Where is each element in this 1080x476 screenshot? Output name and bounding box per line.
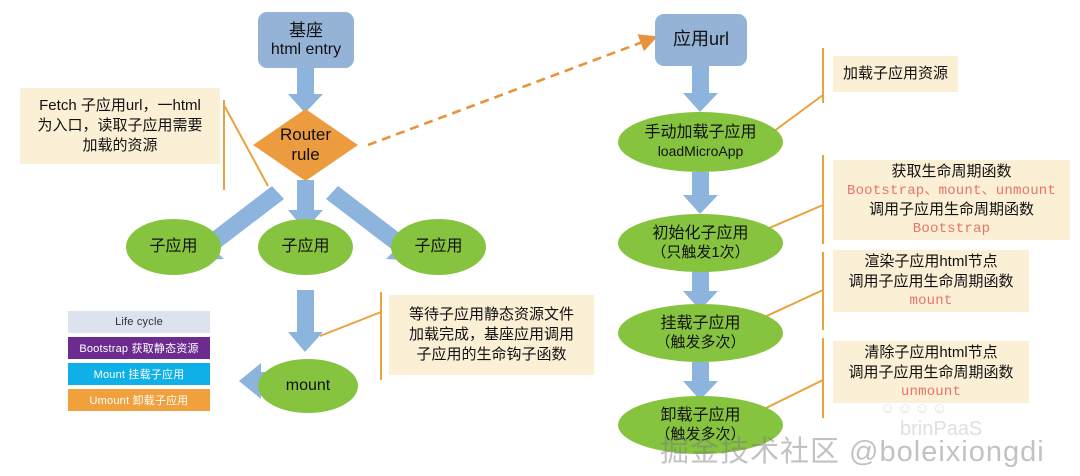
note-4-code1: unmount [900,383,962,400]
mount-child-app-line2: （触发多次） [655,333,746,351]
mount-note-line2: 加载完成，基座应用调用 [408,326,574,344]
node-child-app-2[interactable]: 子应用 [258,219,353,275]
note-1-line1: 加载子应用资源 [842,65,948,83]
arrow-child-to-mount [288,290,323,352]
load-micro-app-line2: loadMicroApp [657,143,744,160]
mount-note-line1: 等待子应用静态资源文件 [408,306,574,324]
node-router-rule[interactable]: Router rule [253,109,358,181]
watermark-logo: brinPaaS [900,418,983,440]
app-url-label: 应用url [672,29,729,50]
note-2-code2: Bootstrap [912,220,991,237]
node-child-app-3[interactable]: 子应用 [391,219,486,275]
arrow-appurl-to-load [683,66,718,112]
node-mount[interactable]: mount [258,359,358,413]
watermark-text: 掘金技术社区 @boleixiongdi [660,436,1045,468]
legend-item-mount: Mount 挂载子应用 [68,363,210,385]
watermark-faces: ☺☺☺☺ [880,400,950,417]
fetch-note-line2: 为入口，读取子应用需要 [37,117,203,135]
legend: Life cycle Bootstrap 获取静态资源 Mount 挂载子应用 … [68,311,210,415]
note-4-line1: 清除子应用html节点 [864,343,998,361]
legend-label-mount: Mount 挂载子应用 [93,369,185,381]
base-entry-line2: html entry [270,40,342,58]
unmount-child-app-line1: 卸载子应用 [660,406,741,424]
mount-child-app-line1: 挂载子应用 [660,314,741,332]
legend-item-umount: Umount 卸载子应用 [68,389,210,411]
legend-item-life-cycle: Life cycle [68,311,210,333]
node-child-app-1[interactable]: 子应用 [126,219,221,275]
note-mount-wait-resources: 等待子应用静态资源文件 加载完成，基座应用调用 子应用的生命钩子函数 [389,295,594,375]
arrow-load-to-init [683,172,718,214]
note-clear-child-html: 清除子应用html节点 调用子应用生命周期函数 unmount [833,341,1029,403]
router-rule-label: Router rule [253,109,358,181]
note-2-line2: 调用子应用生命周期函数 [868,201,1034,218]
node-app-url[interactable]: 应用url [655,14,747,66]
node-base-html-entry[interactable]: 基座 html entry [258,12,354,68]
router-line1: Router [279,125,332,145]
legend-label-umount: Umount 卸载子应用 [89,395,189,407]
fetch-note-line3: 加载的资源 [82,136,158,154]
init-child-app-line1: 初始化子应用 [652,224,749,242]
load-micro-app-line1: 手动加载子应用 [644,124,757,142]
node-load-micro-app[interactable]: 手动加载子应用 loadMicroApp [618,112,783,172]
legend-label-bootstrap: Bootstrap 获取静态资源 [79,343,199,355]
dashed-arrow-router-to-appurl [367,34,658,147]
legend-label-life-cycle: Life cycle [115,316,163,328]
child-app-3-label: 子应用 [414,237,463,255]
node-unmount-child-app[interactable]: 卸载子应用 （触发多次） [618,396,783,454]
node-init-child-app[interactable]: 初始化子应用 （只触发1次） [618,214,783,272]
note-load-child-resources: 加载子应用资源 [833,56,958,92]
legend-item-bootstrap: Bootstrap 获取静态资源 [68,337,210,359]
leader-note-4-diagonal [757,379,824,413]
child-app-2-label: 子应用 [281,237,330,255]
arrow-mount-to-unmount [683,362,718,400]
base-entry-line1: 基座 [289,20,323,40]
note-3-line2: 调用子应用生命周期函数 [848,272,1014,290]
note-2-code1: Bootstrap、mount、unmount [846,182,1057,199]
mount-label: mount [285,376,331,394]
unmount-child-app-line2: （触发多次） [655,425,746,443]
fetch-note-line1: Fetch 子应用url，一html [39,97,201,115]
note-3-code1: mount [909,292,953,309]
mount-note-line3: 子应用的生命钩子函数 [416,345,567,363]
note-2-line1: 获取生命周期函数 [891,162,1012,180]
note-fetch-child-url: Fetch 子应用url，一html 为入口，读取子应用需要 加载的资源 [20,88,220,164]
note-3-line1: 渲染子应用html节点 [864,252,998,270]
router-line2: rule [291,145,320,164]
arrow-entry-to-router [288,68,323,113]
child-app-1-label: 子应用 [149,237,198,255]
init-child-app-line2: （只触发1次） [651,243,750,261]
note-get-lifecycle-functions: 获取生命周期函数 Bootstrap、mount、unmount 调用子应用生命… [833,160,1070,240]
note-4-line2: 调用子应用生命周期函数 [848,363,1014,381]
note-render-child-html: 渲染子应用html节点 调用子应用生命周期函数 mount [833,250,1029,312]
node-mount-child-app[interactable]: 挂载子应用 （触发多次） [618,304,783,362]
leader-mount-note-diagonal [319,311,382,337]
